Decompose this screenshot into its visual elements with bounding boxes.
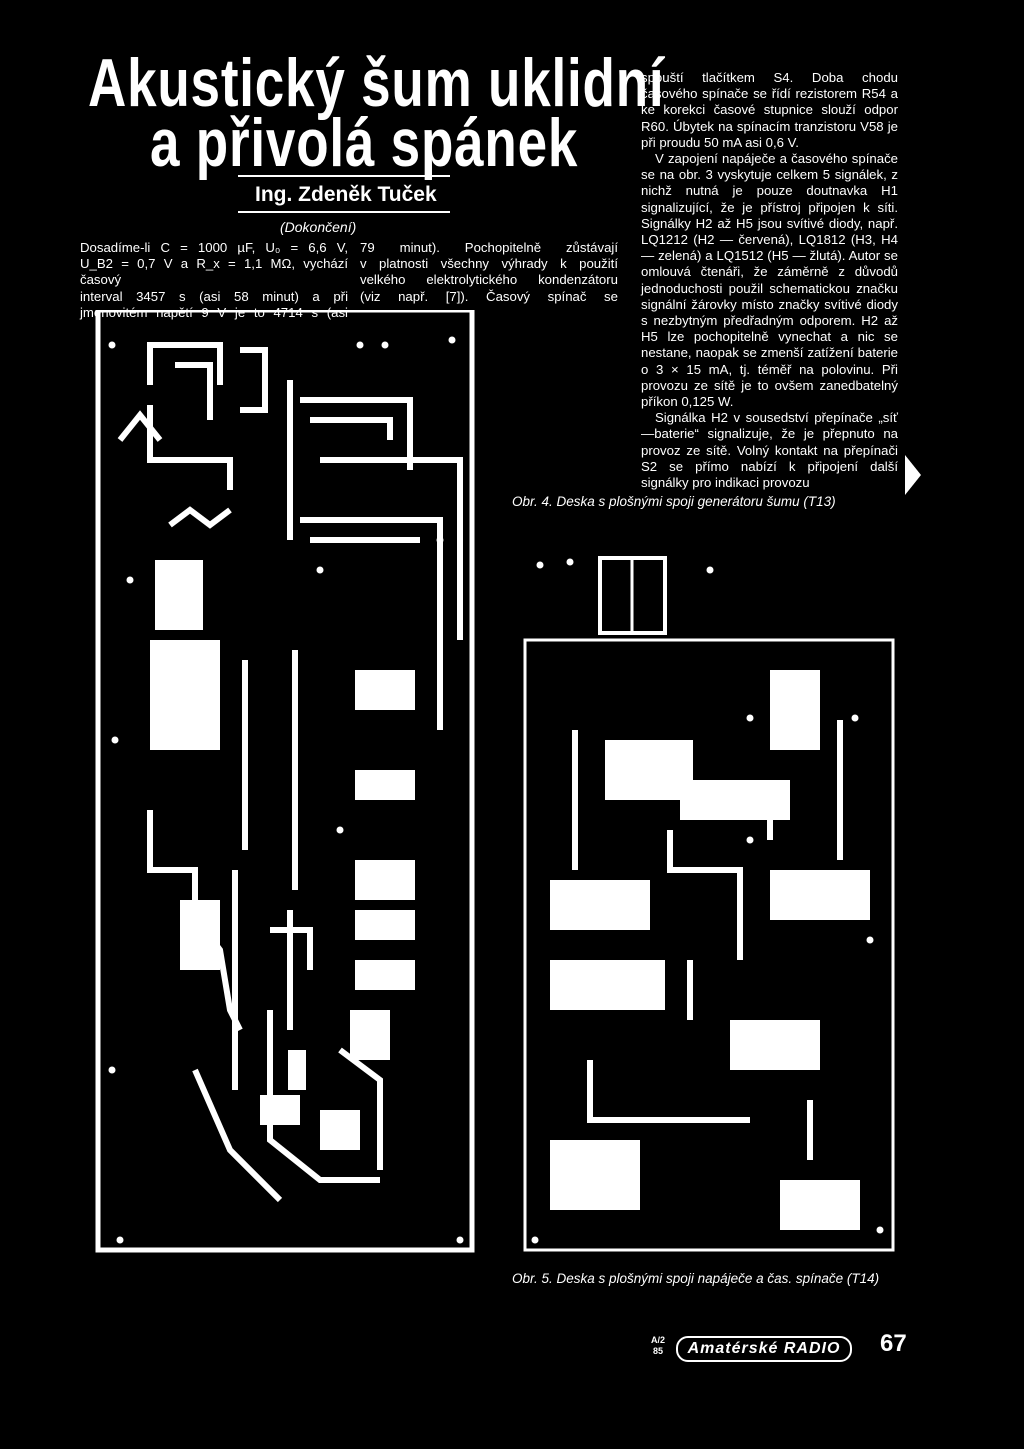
solder-holes — [531, 558, 884, 1244]
continue-arrow-icon — [905, 455, 921, 495]
author-byline: Ing. Zdeněk Tuček — [255, 183, 437, 206]
paragraph: spouští tlačítkem S4. Doba chodu časovéh… — [641, 70, 898, 150]
issue-top: A/2 — [651, 1335, 666, 1345]
copper-pads — [150, 560, 415, 1150]
article-title-line1: Akustický šum uklidní — [88, 45, 665, 121]
text-column-1: Dosadíme-li C = 1000 µF, U₀ = 6,6 V, U_B… — [80, 240, 348, 321]
paragraph: Signálka H2 v sousedství přepínače „síť—… — [641, 410, 898, 491]
title-rule-bottom — [238, 211, 450, 213]
text-line: interval 3457 s (asi 58 minut) a při — [80, 288, 348, 304]
text-line: U_B2 = 0,7 V a R_x = 1,1 MΩ, vychází čas… — [80, 256, 348, 288]
magazine-logo: Amatérské RADIO — [676, 1336, 852, 1362]
paragraph: V zapojení napáječe a časového spínače s… — [641, 151, 898, 410]
magazine-name: Amatérské RADIO — [687, 1340, 841, 1357]
text-line: 79 minut). Pochopitelně zůstávají — [360, 240, 618, 255]
text-line: velkého elektrolytického kondenzátoru — [360, 272, 618, 288]
title-rule-top — [238, 175, 450, 177]
figure-4-caption: Obr. 4. Deska s plošnými spoji generátor… — [512, 494, 836, 509]
figure-5-caption: Obr. 5. Deska s plošnými spoji napáječe … — [512, 1271, 880, 1286]
copper-pads — [550, 670, 870, 1230]
page-number: 67 — [880, 1330, 907, 1357]
issue-bottom: 85 — [653, 1346, 664, 1356]
solder-holes — [108, 336, 464, 1244]
copper-traces — [572, 720, 843, 1160]
pcb-figure-4 — [95, 310, 475, 1253]
text-line: (viz např. [7]). Časový spínač se — [360, 288, 618, 304]
text-column-2: 79 minut). Pochopitelně zůstávají v plat… — [360, 240, 618, 305]
board-outline — [95, 310, 475, 1253]
text-line: Dosadíme-li C = 1000 µF, U₀ = 6,6 V, — [80, 240, 348, 255]
text-line: v platnosti všechny výhrady k použití — [360, 256, 618, 272]
issue-number: A/2 85 — [651, 1335, 665, 1357]
board-outline — [523, 638, 895, 1252]
pcb-figure-5 — [523, 556, 895, 1252]
text-column-3: spouští tlačítkem S4. Doba chodu časovéh… — [641, 70, 898, 491]
continuation-note: (Dokončení) — [280, 219, 357, 235]
article-title-line2: a přivolá spánek — [150, 105, 579, 181]
